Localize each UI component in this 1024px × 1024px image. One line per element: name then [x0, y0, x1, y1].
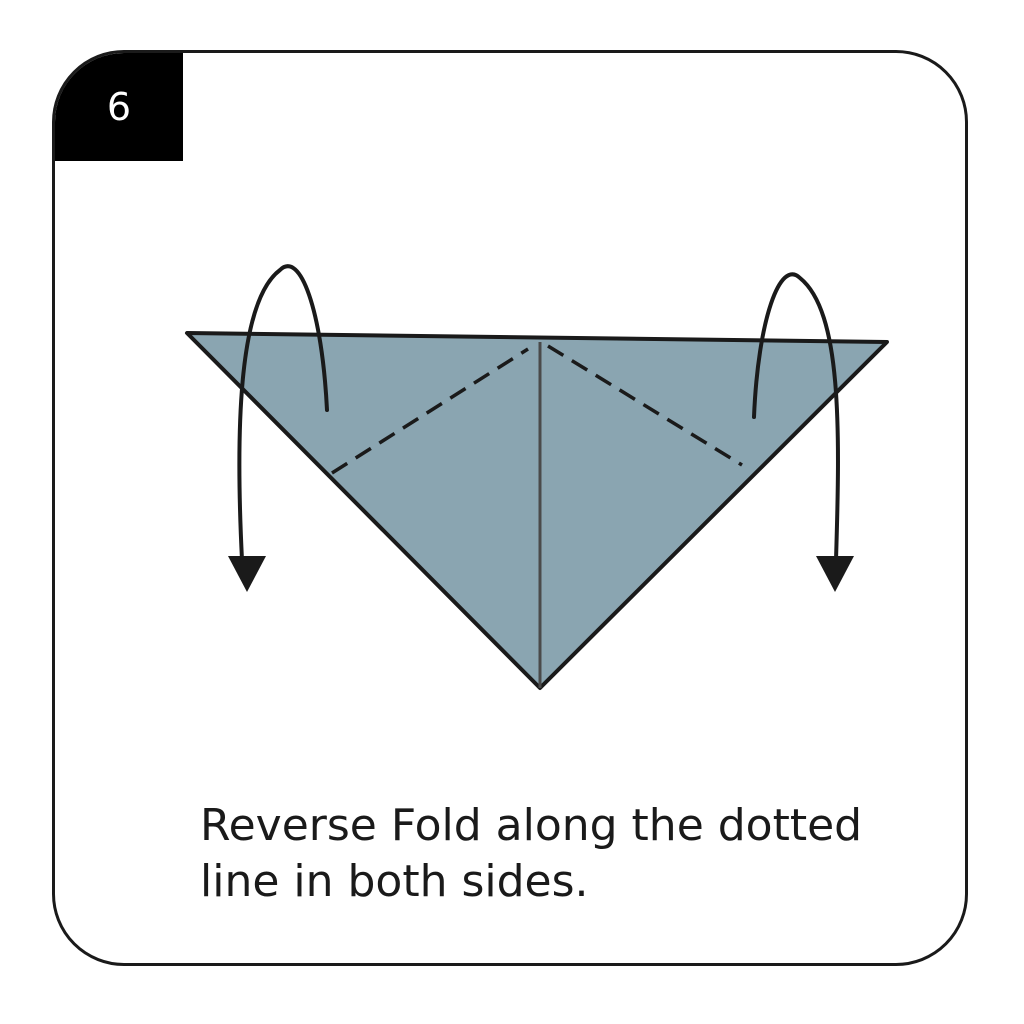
- left-dotted-fold-line: [331, 347, 529, 475]
- instruction-text: Reverse Fold along the dotted line in bo…: [200, 800, 863, 907]
- step-number-badge: 6: [55, 53, 183, 161]
- right-dotted-fold-line: [547, 344, 743, 467]
- top-edge-layer: [186, 331, 888, 344]
- left-arrowhead-icon: [228, 556, 266, 592]
- paper-triangle: [185, 331, 889, 690]
- right-arrowhead-icon: [816, 556, 854, 592]
- right-fold-arrow: [752, 272, 840, 562]
- left-fold-arrow: [237, 264, 329, 562]
